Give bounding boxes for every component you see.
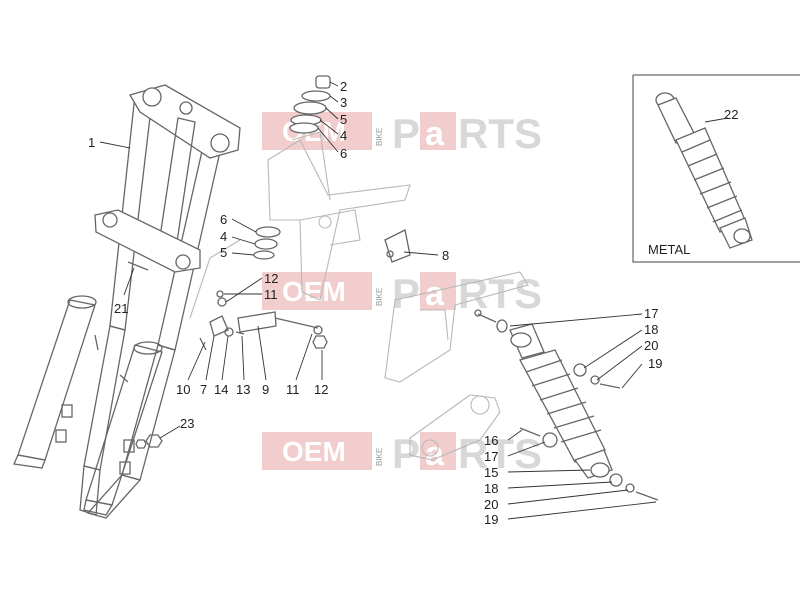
watermark-bike-text: BIKE — [375, 288, 384, 306]
callout-11: 11 — [286, 382, 300, 397]
watermark-parts-p: P — [392, 110, 420, 157]
callout-1: 1 — [88, 135, 95, 150]
callout-5: 5 — [340, 112, 347, 127]
watermark-parts-p: P — [392, 270, 420, 317]
watermark-bike-text: BIKE — [375, 448, 384, 466]
watermark-middle: OEM BIKE P a RTS — [262, 270, 542, 317]
callout-3: 3 — [340, 95, 347, 110]
callout-9: 9 — [262, 382, 269, 397]
callout-11: 11 — [264, 287, 278, 302]
metal-inset: 22 METAL — [632, 74, 800, 263]
steering-bearings-top — [289, 75, 331, 134]
watermark-parts-p: P — [392, 430, 420, 477]
frame-outline — [267, 131, 529, 461]
watermark-parts-rts: RTS — [458, 430, 542, 477]
callout-6: 6 — [220, 212, 227, 227]
steering-bearings-lower — [253, 226, 281, 260]
callout-18: 18 — [644, 322, 658, 337]
callout-6: 6 — [340, 146, 347, 161]
leader-lines — [99, 81, 657, 520]
callout-13: 13 — [236, 382, 250, 397]
callout-12: 12 — [264, 271, 278, 286]
callout-5: 5 — [220, 245, 227, 260]
callout-16: 16 — [484, 433, 498, 448]
callout-4: 4 — [220, 229, 227, 244]
callout-19: 19 — [648, 356, 662, 371]
callout-18: 18 — [484, 481, 498, 496]
callout-2: 2 — [340, 79, 347, 94]
callout-19: 19 — [484, 512, 498, 527]
watermark-oem-text: OEM — [282, 436, 346, 467]
callout-20: 20 — [644, 338, 658, 353]
callout-17: 17 — [644, 306, 658, 321]
watermark-parts-a: a — [425, 275, 445, 313]
callout-14: 14 — [214, 382, 228, 397]
callout-12: 12 — [314, 382, 328, 397]
bracket-8 — [384, 229, 411, 263]
watermark-bottom: OEM BIKE P a RTS — [262, 430, 542, 477]
callout-7: 7 — [200, 382, 207, 397]
metal-label: METAL — [648, 242, 690, 257]
metal-shock-illustration — [655, 92, 753, 249]
watermark-bike-text: BIKE — [375, 128, 384, 146]
watermark-parts-rts: RTS — [458, 110, 542, 157]
callout-17: 17 — [484, 449, 498, 464]
rear-shock-absorber — [474, 309, 659, 501]
callout-20: 20 — [484, 497, 498, 512]
watermark-parts-a: a — [425, 115, 445, 153]
steering-damper — [189, 239, 328, 351]
watermark-oem-text: OEM — [282, 276, 346, 307]
callout-8: 8 — [442, 248, 449, 263]
callout-15: 15 — [484, 465, 498, 480]
callout-10: 10 — [176, 382, 190, 397]
callout-labels: 1 2 3 5 4 6 6 4 5 8 12 11 21 10 7 14 13 … — [88, 79, 662, 527]
callout-4: 4 — [340, 128, 347, 143]
callout-21: 21 — [114, 301, 128, 316]
watermark-parts-rts: RTS — [458, 270, 542, 317]
callout-22: 22 — [724, 107, 738, 122]
front-fork-assembly — [13, 84, 241, 519]
callout-23: 23 — [180, 416, 194, 431]
